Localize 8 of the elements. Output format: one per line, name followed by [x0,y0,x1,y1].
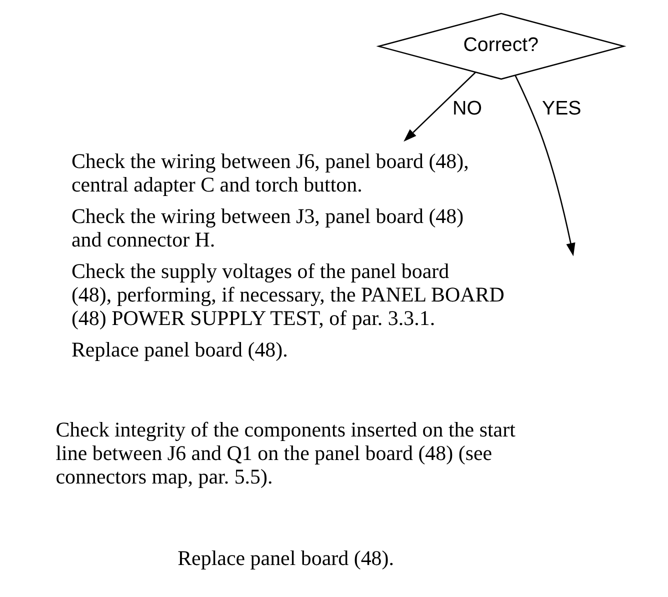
label: Check integrity of the components inserted on the start line between J6 and Q1 on the panel board (48) (see connectors map, par. 5.5). [55,417,515,489]
arrow [514,75,575,256]
arrow [403,72,476,142]
node-text: Check the wiring between J6, panel board (48), central adapter C and torch button. Check the wiring between J3, panel board (48) and connector H. Check the supply voltages of the panel board (48), performing, if necessary, the PANEL BOARD (48) POWER SUPPLY TEST, of par. 3.3.1. Replace panel board (48). [70,148,504,362]
label: Replace panel board (48). [177,546,394,570]
node-diamond: Correct? [376,12,626,80]
edge-label: YES [541,97,581,120]
edge-label: NO [452,97,482,120]
